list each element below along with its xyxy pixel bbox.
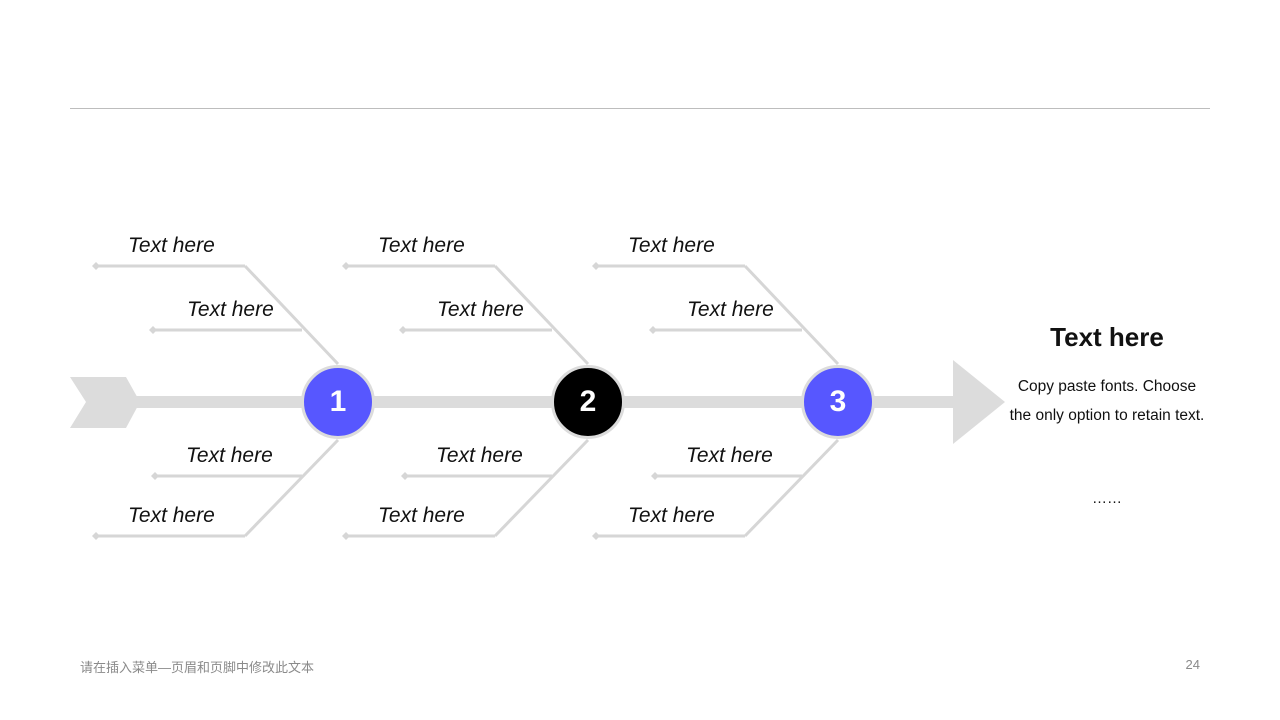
step-2-bottom-inner-tip <box>401 472 409 480</box>
step-3-bottom-inner-tip <box>651 472 659 480</box>
bones <box>92 262 840 540</box>
step-3-top-inner-tip <box>649 326 657 334</box>
step-2-label-top-outer: Text here <box>378 234 465 257</box>
step-2-bottom-outer-tip <box>342 532 350 540</box>
side-ellipsis: …… <box>1092 490 1122 507</box>
step-3-upper-diagonal <box>743 264 840 366</box>
step-2-lower-diagonal <box>493 438 590 538</box>
step-1-top-inner-tip <box>149 326 157 334</box>
step-3-label-top-outer: Text here <box>628 234 715 257</box>
step-1-circle: 1 <box>301 365 375 439</box>
step-3-lower-diagonal <box>743 438 840 538</box>
side-title: Text here <box>1050 322 1164 352</box>
step-3-circle: 3 <box>801 365 875 439</box>
step-2-top-inner-tip <box>399 326 407 334</box>
step-2-top-outer-tip <box>342 262 350 270</box>
step-1-lower-diagonal <box>243 438 340 538</box>
step-3-label-bottom-inner: Text here <box>686 444 773 467</box>
footer-text: 请在插入菜单—页眉和页脚中修改此文本 <box>80 660 315 675</box>
step-1-label-bottom-outer: Text here <box>128 504 215 527</box>
step-3-bottom-outer-tip <box>592 532 600 540</box>
step-1-label-bottom-inner: Text here <box>186 444 273 467</box>
page-number: 24 <box>1185 657 1200 672</box>
step-1-label-top-inner: Text here <box>187 298 274 321</box>
step-1-top-outer-tip <box>92 262 100 270</box>
step-2-label-bottom-outer: Text here <box>378 504 465 527</box>
step-1-label-top-outer: Text here <box>128 234 215 257</box>
top-divider <box>70 108 1210 109</box>
step-1-bottom-inner-tip <box>151 472 159 480</box>
arrow-head <box>953 360 1005 444</box>
step-3-top-outer-tip <box>592 262 600 270</box>
step-1-bottom-outer-tip <box>92 532 100 540</box>
step-2-upper-diagonal <box>493 264 590 366</box>
step-3-label-top-inner: Text here <box>687 298 774 321</box>
tail-shape <box>70 377 140 428</box>
step-1-upper-diagonal <box>243 264 340 366</box>
step-2-circle: 2 <box>551 365 625 439</box>
step-2-label-bottom-inner: Text here <box>436 444 523 467</box>
step-2-label-top-inner: Text here <box>437 298 524 321</box>
side-body: Copy paste fonts. Choose the only option… <box>1009 378 1205 424</box>
step-3-label-bottom-outer: Text here <box>628 504 715 527</box>
